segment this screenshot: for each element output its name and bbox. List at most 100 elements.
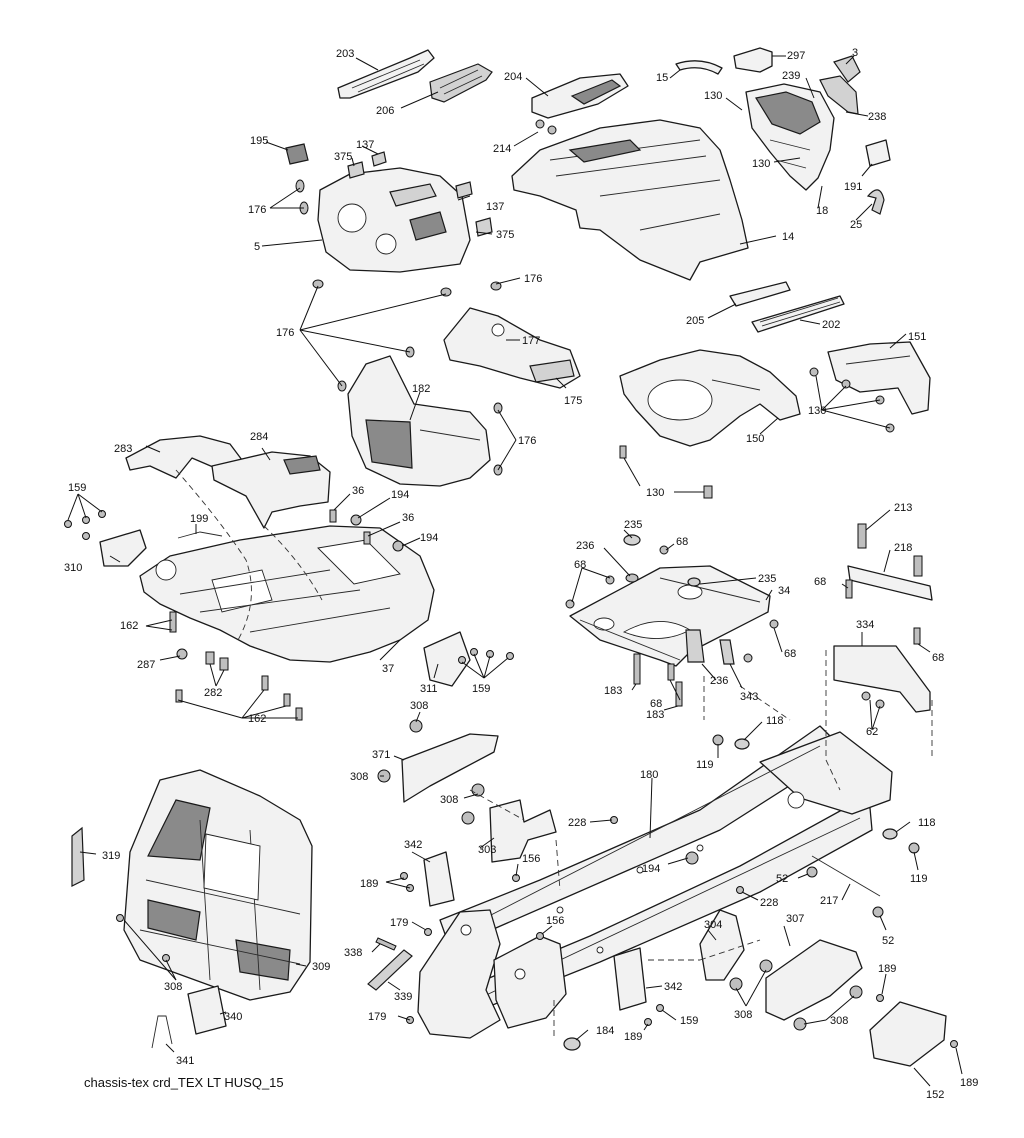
part-304-cover (699, 909, 745, 981)
label-137-b: 137 (486, 201, 504, 213)
label-180: 180 (640, 769, 658, 781)
label-205: 205 (686, 315, 704, 327)
part-206-grille (429, 63, 493, 103)
label-228-a: 228 (568, 817, 586, 829)
part-137-clip-a (371, 151, 387, 167)
label-203: 203 (336, 48, 354, 60)
label-183-a: 183 (604, 685, 622, 697)
part-130-bolts-150 (619, 445, 713, 499)
label-62: 62 (866, 726, 878, 738)
label-68-a: 68 (676, 536, 688, 548)
label-150: 150 (746, 433, 764, 445)
part-309-grille-frame (123, 769, 313, 1001)
label-36-b: 36 (402, 512, 414, 524)
label-151: 151 (908, 331, 926, 343)
part-205-vent (729, 281, 791, 307)
label-177: 177 (522, 335, 540, 347)
label-118-a: 118 (766, 715, 784, 727)
part-334-bracket (833, 645, 931, 713)
part-25-clip (866, 189, 885, 215)
part-front-bracket (417, 909, 567, 1039)
part-340-plate (187, 985, 227, 1035)
part-195-cap (285, 143, 309, 165)
label-5: 5 (254, 241, 260, 253)
label-308-e: 308 (734, 1009, 752, 1021)
dashed-outline-seat (263, 525, 323, 601)
label-308-b: 308 (350, 771, 368, 783)
label-179-b: 179 (368, 1011, 386, 1023)
label-308-c: 308 (440, 794, 458, 806)
label-342-b: 342 (664, 981, 682, 993)
part-341-spring-clip (151, 1015, 173, 1049)
part-199-spring (177, 531, 223, 539)
part-137-clip-b (455, 181, 473, 199)
label-189-d: 189 (960, 1077, 978, 1089)
label-18: 18 (816, 205, 828, 217)
part-183-bolts (633, 653, 683, 707)
label-176-c: 176 (276, 327, 294, 339)
part-342-bracket-left (423, 851, 455, 907)
part-297-block (733, 47, 773, 73)
label-342-a: 342 (404, 839, 422, 851)
label-37: 37 (382, 663, 394, 675)
label-228-b: 228 (760, 897, 778, 909)
label-194-b: 194 (420, 532, 438, 544)
label-334: 334 (856, 619, 874, 631)
part-375-clip-b (475, 217, 493, 237)
part-338-179-hardware (375, 928, 432, 1024)
part-203-vent-strip (337, 49, 435, 99)
label-159-b: 159 (472, 683, 490, 695)
label-189-b: 189 (878, 963, 896, 975)
part-228-bolt-b (736, 886, 744, 894)
label-68-b: 68 (574, 559, 586, 571)
diagram-caption: chassis-tex crd_TEX LT HUSQ_15 (84, 1075, 284, 1090)
part-214-fasteners (535, 119, 557, 135)
part-118-washers (734, 738, 898, 840)
part-218-support-bar (847, 565, 933, 601)
dashed-link-lower (553, 939, 761, 1036)
part-182-dash-lower (347, 355, 491, 487)
part-159-189-184-hardware (563, 1004, 664, 1051)
part-189-screws-left (400, 872, 414, 892)
part-339-shaft (367, 949, 413, 991)
part-284-pocket (283, 455, 321, 475)
label-130-b: 130 (752, 158, 770, 170)
part-36-bolts (329, 509, 371, 545)
label-235-a: 235 (624, 519, 642, 531)
part-319-latch (71, 826, 85, 887)
label-68-d: 68 (784, 648, 796, 660)
part-3-bracket (833, 55, 861, 83)
label-68-f: 68 (650, 698, 662, 710)
label-130-c: 130 (808, 405, 826, 417)
label-68-e: 68 (932, 652, 944, 664)
label-52-b: 52 (882, 935, 894, 947)
label-176-a: 176 (248, 204, 266, 216)
label-204: 204 (504, 71, 522, 83)
label-218: 218 (894, 542, 912, 554)
label-206: 206 (376, 105, 394, 117)
part-308-nuts-lower (729, 959, 863, 1031)
part-310-bracket (99, 529, 147, 567)
label-199: 199 (190, 513, 208, 525)
label-195: 195 (250, 135, 268, 147)
label-189-c: 189 (624, 1031, 642, 1043)
label-184: 184 (596, 1025, 614, 1037)
leader-lines (67, 55, 963, 1087)
label-310: 310 (64, 562, 82, 574)
label-339: 339 (394, 991, 412, 1003)
part-number-labels: 203 206 204 15 297 3 239 238 130 130 214… (64, 47, 978, 1101)
label-156-a: 156 (522, 853, 540, 865)
part-213-bolts (857, 523, 923, 577)
label-375-a: 375 (334, 151, 352, 163)
label-202: 202 (822, 319, 840, 331)
part-18-dash-panel (745, 83, 835, 191)
label-162-b: 162 (248, 713, 266, 725)
label-36-a: 36 (352, 485, 364, 497)
label-176-b: 176 (524, 273, 542, 285)
label-183-b: 183 (646, 709, 664, 721)
label-319: 319 (102, 850, 120, 862)
label-152: 152 (926, 1089, 944, 1101)
part-150-fender-support (619, 349, 801, 447)
label-236-b: 236 (710, 675, 728, 687)
label-137-a: 137 (356, 139, 374, 151)
